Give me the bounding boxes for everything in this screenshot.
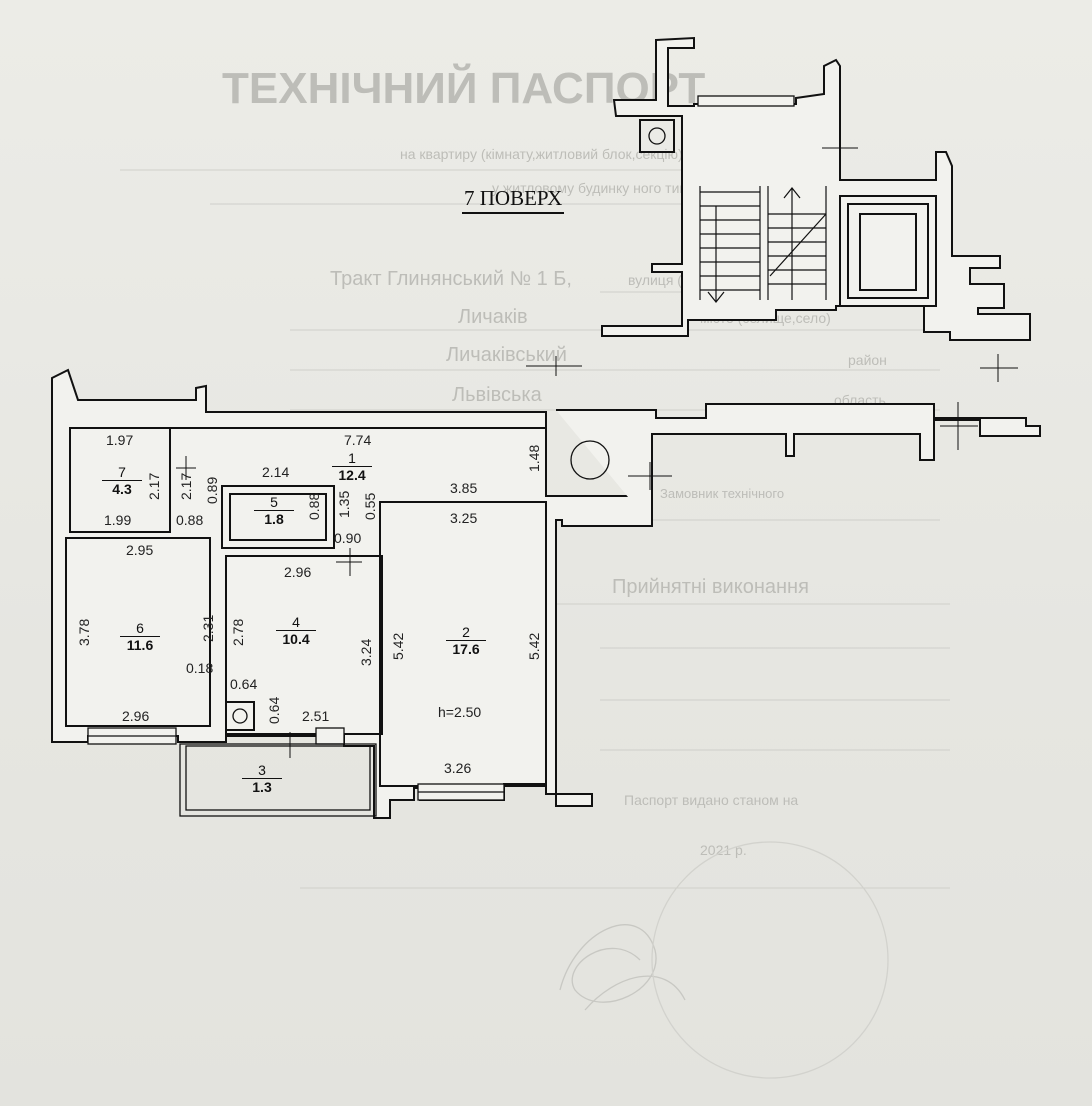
dim-shaft-b: 0.64 — [266, 696, 282, 724]
dim-r7-side-a: 2.17 — [146, 472, 162, 500]
dim-r7-top: 1.97 — [106, 432, 134, 448]
dim-shaft-a: 0.64 — [230, 676, 258, 692]
dim-r1-b: 0.88 — [176, 512, 204, 528]
dim-r6-left: 3.78 — [76, 618, 92, 646]
passport-line-accepted: Прийнятні виконання — [612, 576, 809, 598]
passport-line-street: Тракт Глинянський № 1 Б, — [330, 268, 572, 290]
dim-r5-side: 0.55 — [362, 492, 378, 520]
floor-title: 7 ПОВЕРХ — [462, 186, 565, 214]
signature-mark — [559, 841, 889, 1079]
dim-r6-niche: 0.18 — [186, 660, 214, 676]
dim-r2-left: 5.42 — [390, 632, 406, 660]
dim-r7-bottom: 1.99 — [104, 512, 132, 528]
dim-r1-top: 7.74 — [344, 432, 372, 448]
dim-r2-top-b: 3.25 — [450, 510, 478, 526]
passport-label-issued: Паспорт видано станом на — [624, 792, 799, 808]
passport-label-year: 2021 р. — [700, 842, 747, 858]
dim-r4-top: 2.96 — [284, 564, 312, 580]
dim-r6-right: 2.31 — [200, 614, 216, 642]
dim-r2-height: h=2.50 — [438, 704, 482, 720]
dim-r2-top-a: 3.85 — [450, 480, 478, 496]
passport-line-city: Личаків — [458, 306, 528, 328]
dim-r2-right: 5.42 — [526, 632, 542, 660]
dim-r1-a: 0.89 — [204, 476, 220, 504]
passport-label-district: район — [848, 352, 887, 368]
stairwell-wall — [601, 36, 1031, 341]
dim-r5-left: 1.35 — [336, 490, 352, 518]
dim-r5-right: 0.88 — [306, 492, 322, 520]
dim-r1-side: 1.48 — [526, 444, 542, 472]
dim-r4-bottom: 2.51 — [302, 708, 330, 724]
dim-r5-top: 2.14 — [262, 464, 290, 480]
dim-r6-top: 2.95 — [126, 542, 154, 558]
passport-line-customer: Замовник технічного — [660, 486, 785, 501]
corridor-wall — [556, 403, 1041, 526]
dim-r4-door: 0.90 — [334, 530, 362, 546]
passport-line-district: Личаківський — [446, 344, 567, 366]
dim-r2-bottom: 3.26 — [444, 760, 472, 776]
stair-flight — [699, 186, 827, 303]
dim-r4-left: 2.78 — [230, 618, 246, 646]
outer-wall — [51, 368, 653, 819]
dim-r7-side-b: 2.17 — [178, 472, 194, 500]
dim-r6-bottom: 2.96 — [122, 708, 150, 724]
dim-r4-right: 3.24 — [358, 638, 374, 666]
passport-line-region: Львівська — [452, 384, 542, 406]
